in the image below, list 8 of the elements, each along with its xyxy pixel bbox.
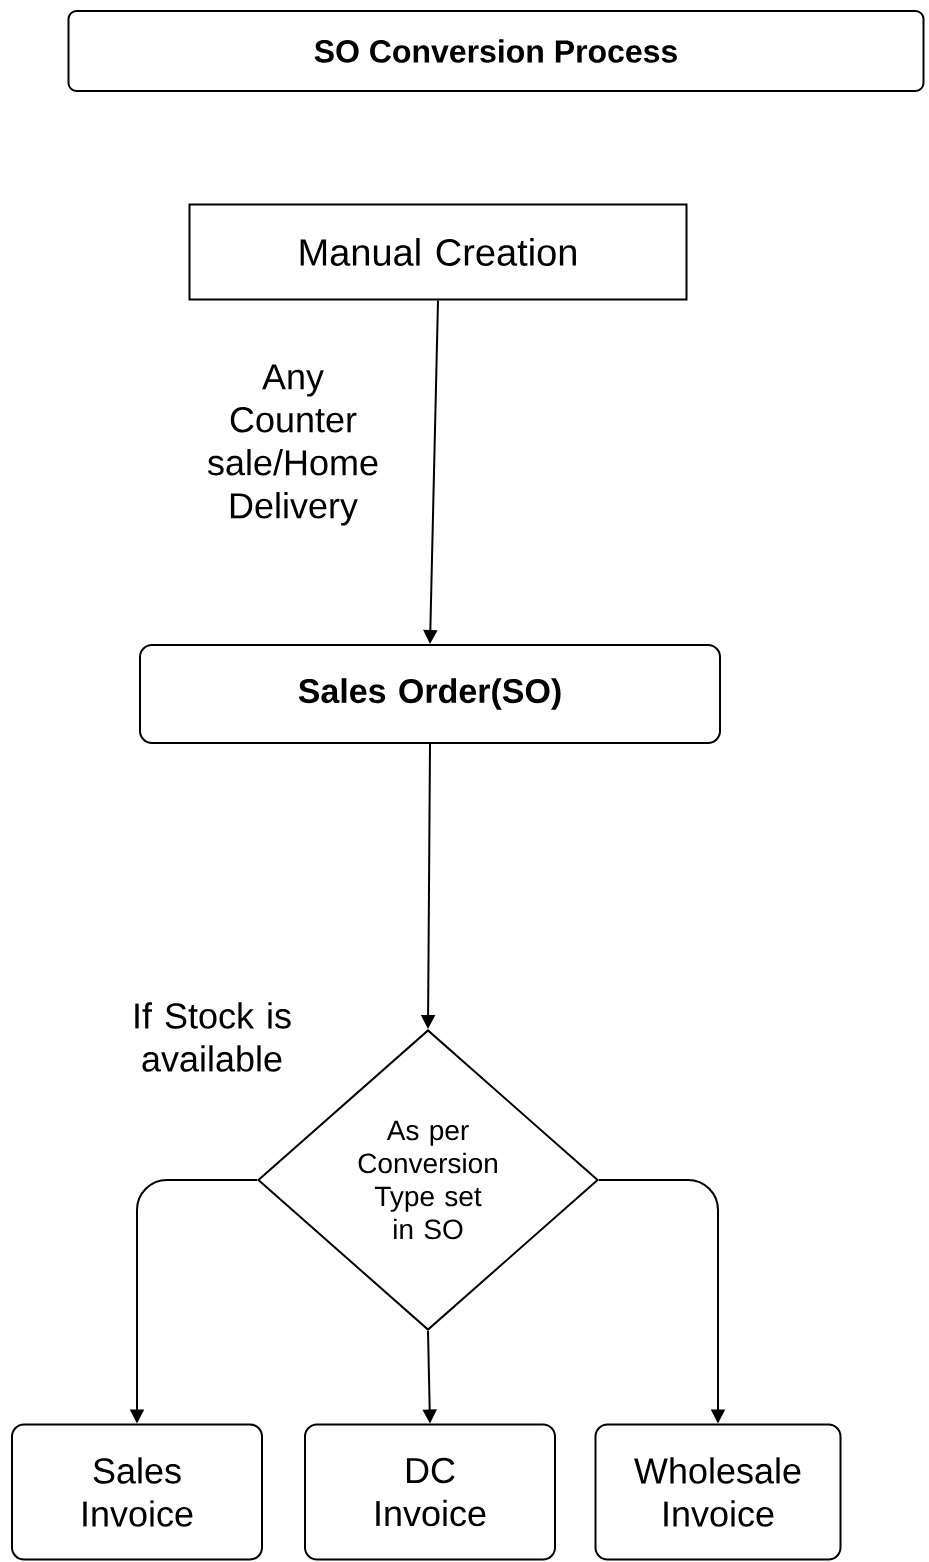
process-box: Manual Creation [188,203,688,301]
process-box: Sales Order(SO) [139,644,721,744]
edge-label: Any Counter sale/Home Delivery [207,364,378,526]
process-box: Sales Invoice [11,1423,263,1561]
edge-label: If Stock is available [135,1002,291,1072]
process-box: Wholesale Invoice [594,1423,842,1561]
process-box: DC Invoice [304,1423,556,1561]
title-box: SO Conversion Process [67,10,925,92]
